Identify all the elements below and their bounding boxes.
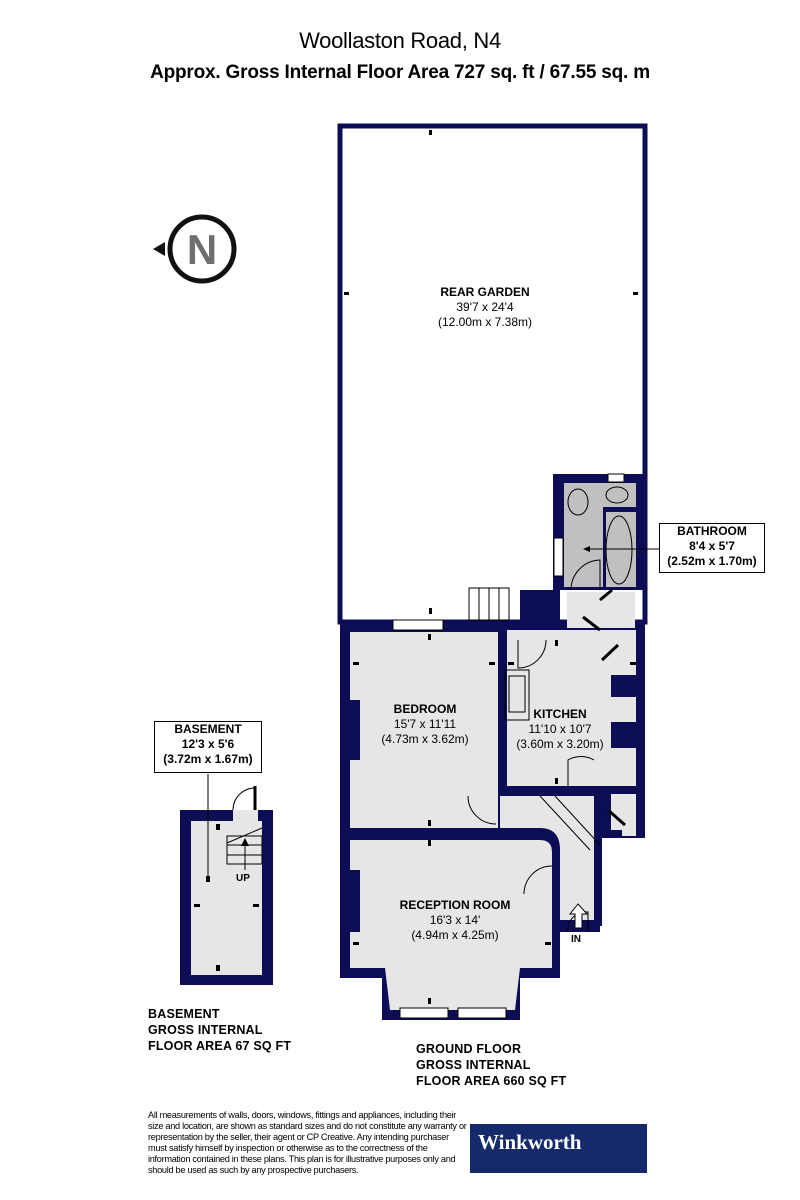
room-name: REAR GARDEN (440, 285, 530, 299)
room-label-bathroom: BATHROOM 8'4 x 5'7 (2.52m x 1.70m) (659, 523, 765, 573)
plan-subtitle: Approx. Gross Internal Floor Area 727 sq… (150, 62, 650, 83)
room-name: RECEPTION ROOM (399, 898, 511, 912)
room-name: BATHROOM (677, 524, 747, 538)
ground-floor-area: GROUND FLOOR GROSS INTERNAL FLOOR AREA 6… (416, 1041, 566, 1089)
entrance-in-label: IN (571, 934, 581, 945)
entrance-arrow-icon (568, 903, 589, 929)
bedroom-floor (350, 632, 498, 828)
room-dimensions-imperial: 8'4 x 5'7 (689, 539, 735, 553)
area-line: GROSS INTERNAL (416, 1058, 531, 1072)
north-compass-icon: N (153, 214, 237, 284)
area-line: BASEMENT (148, 1007, 220, 1021)
room-dimensions-imperial: 12'3 x 5'6 (181, 737, 235, 751)
room-name: BASEMENT (174, 722, 242, 736)
winkworth-logo: Winkworth (470, 1124, 647, 1173)
room-dimensions-metric: (4.94m x 4.25m) (411, 928, 499, 942)
area-line: FLOOR AREA 660 SQ FT (416, 1074, 567, 1088)
room-name: BEDROOM (393, 702, 457, 716)
disclaimer-text: All measurements of walls, doors, window… (148, 1110, 467, 1175)
room-dimensions-imperial: 11'10 x 10'7 (528, 722, 592, 736)
room-dimensions-metric: (12.00m x 7.38m) (437, 315, 533, 329)
area-line: GROSS INTERNAL (148, 1023, 263, 1037)
room-dimensions-metric: (3.72m x 1.67m) (163, 752, 253, 766)
room-label-kitchen: KITCHEN 11'10 x 10'7 (3.60m x 3.20m) (510, 707, 610, 752)
room-dimensions-metric: (3.60m x 3.20m) (516, 737, 604, 751)
room-dimensions-metric: (4.73m x 3.62m) (381, 732, 469, 746)
room-label-reception: RECEPTION ROOM 16'3 x 14' (4.94m x 4.25m… (380, 898, 530, 943)
room-label-bedroom: BEDROOM 15'7 x 11'11 (4.73m x 3.62m) (360, 702, 490, 747)
room-dimensions-imperial: 16'3 x 14' (429, 913, 481, 927)
room-dimensions-metric: (2.52m x 1.70m) (667, 554, 757, 568)
reception-floor (350, 840, 552, 1010)
basement-floor-area: BASEMENT GROSS INTERNAL FLOOR AREA 67 SQ… (148, 1006, 291, 1054)
svg-text:N: N (187, 226, 217, 273)
plan-title: Woollaston Road, N4 (299, 28, 501, 53)
room-dimensions-imperial: 39'7 x 24'4 (456, 300, 514, 314)
area-line: GROUND FLOOR (416, 1042, 522, 1056)
stairs-up-label: UP (236, 873, 250, 884)
room-label-basement: BASEMENT 12'3 x 5'6 (3.72m x 1.67m) (154, 721, 262, 773)
room-label-rear-garden: REAR GARDEN 39'7 x 24'4 (12.00m x 7.38m) (410, 285, 560, 330)
room-dimensions-imperial: 15'7 x 11'11 (393, 717, 457, 731)
room-name: KITCHEN (533, 707, 587, 721)
area-line: FLOOR AREA 67 SQ FT (148, 1039, 292, 1053)
hallway-floor (500, 796, 595, 920)
